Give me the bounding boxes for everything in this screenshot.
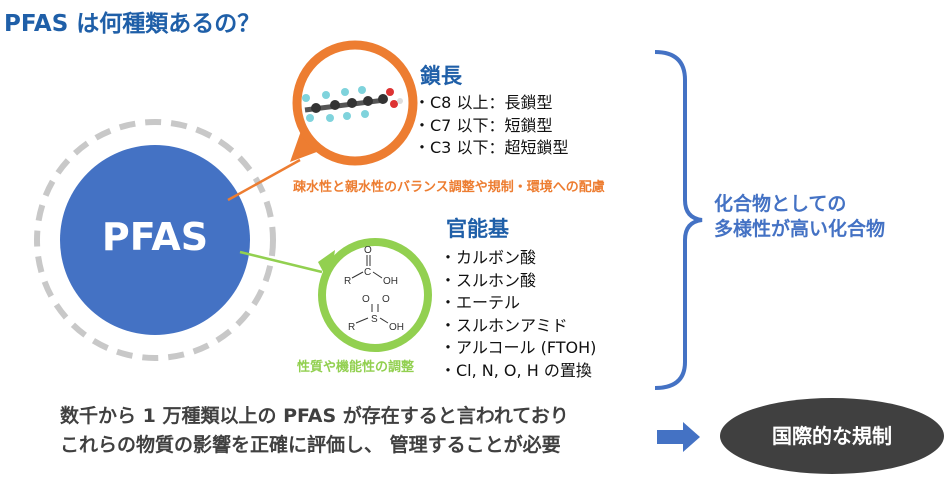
sulfonyl-s: S: [371, 314, 378, 325]
summary-line: 化合物としての: [714, 193, 847, 215]
orange-connector: [227, 158, 301, 202]
page-title: PFAS は何種類あるの？: [4, 11, 261, 37]
molecule-icon: [302, 86, 403, 122]
sulfonyl-oh: OH: [389, 322, 404, 333]
sulfonyl-o2: O: [382, 294, 390, 305]
green-connector: [239, 250, 323, 274]
list-item: ・Cl, N, O, H の置換: [440, 360, 592, 380]
list-item: ・アルコール (FTOH): [440, 338, 597, 357]
regulation-label: 国際的な規制: [772, 424, 892, 448]
carboxyl-c: C: [364, 267, 371, 278]
list-item: ・C7 以下：短鎖型: [414, 115, 553, 135]
orange-bubble-tail: [290, 128, 322, 162]
bottom-line: これらの物質の影響を正確に評価し、 管理することが必要: [60, 434, 561, 456]
bottom-line: 数千から 1 万種類以上の PFAS が存在すると言われており: [60, 405, 569, 427]
bottom-text: 数千から 1 万種類以上の PFAS が存在すると言われており これらの物質の影…: [60, 402, 569, 460]
green-bubble: [318, 238, 432, 352]
chain-length-list: ・C8 以上：長鎖型 ・C7 以下：短鎖型 ・C3 以下：超短鎖型: [414, 92, 568, 160]
curly-bracket: [654, 50, 703, 390]
functional-groups-note: 性質や機能性の調整: [297, 360, 415, 375]
list-item: ・スルホンアミド: [440, 315, 568, 335]
carboxyl-o: O: [364, 245, 372, 256]
list-item: ・カルボン酸: [440, 248, 537, 267]
functional-groups-heading: 官能基: [446, 217, 509, 241]
pfas-circle: [60, 145, 250, 335]
sulfonyl-r: R: [348, 322, 355, 333]
dashed-ring: [34, 119, 276, 361]
list-item: ・C8 以上：長鎖型: [414, 93, 553, 112]
list-item: ・スルホン酸: [440, 270, 537, 290]
sulfonyl-o1: O: [362, 294, 370, 305]
summary-line: 多様性が高い化合物: [714, 218, 886, 240]
list-item: ・C3 以下：超短鎖型: [414, 138, 569, 157]
chain-length-heading: 鎖長: [420, 64, 462, 88]
functional-groups-list: ・カルボン酸 ・スルホン酸 ・エーテル ・スルホンアミド ・アルコール (FTO…: [440, 247, 596, 382]
functional-group-structures: [351, 255, 389, 324]
regulation-ellipse: [720, 398, 944, 474]
pfas-label: PFAS: [101, 215, 209, 259]
chain-length-note: 疎水性と親水性のバランス調整や規制・環境への配慮: [293, 180, 605, 195]
summary-text: 化合物としての 多様性が高い化合物: [714, 192, 885, 242]
carboxyl-oh: OH: [383, 276, 398, 287]
arrow-right-icon: [657, 422, 700, 452]
carboxyl-r: R: [344, 276, 351, 287]
list-item: ・エーテル: [440, 293, 521, 312]
